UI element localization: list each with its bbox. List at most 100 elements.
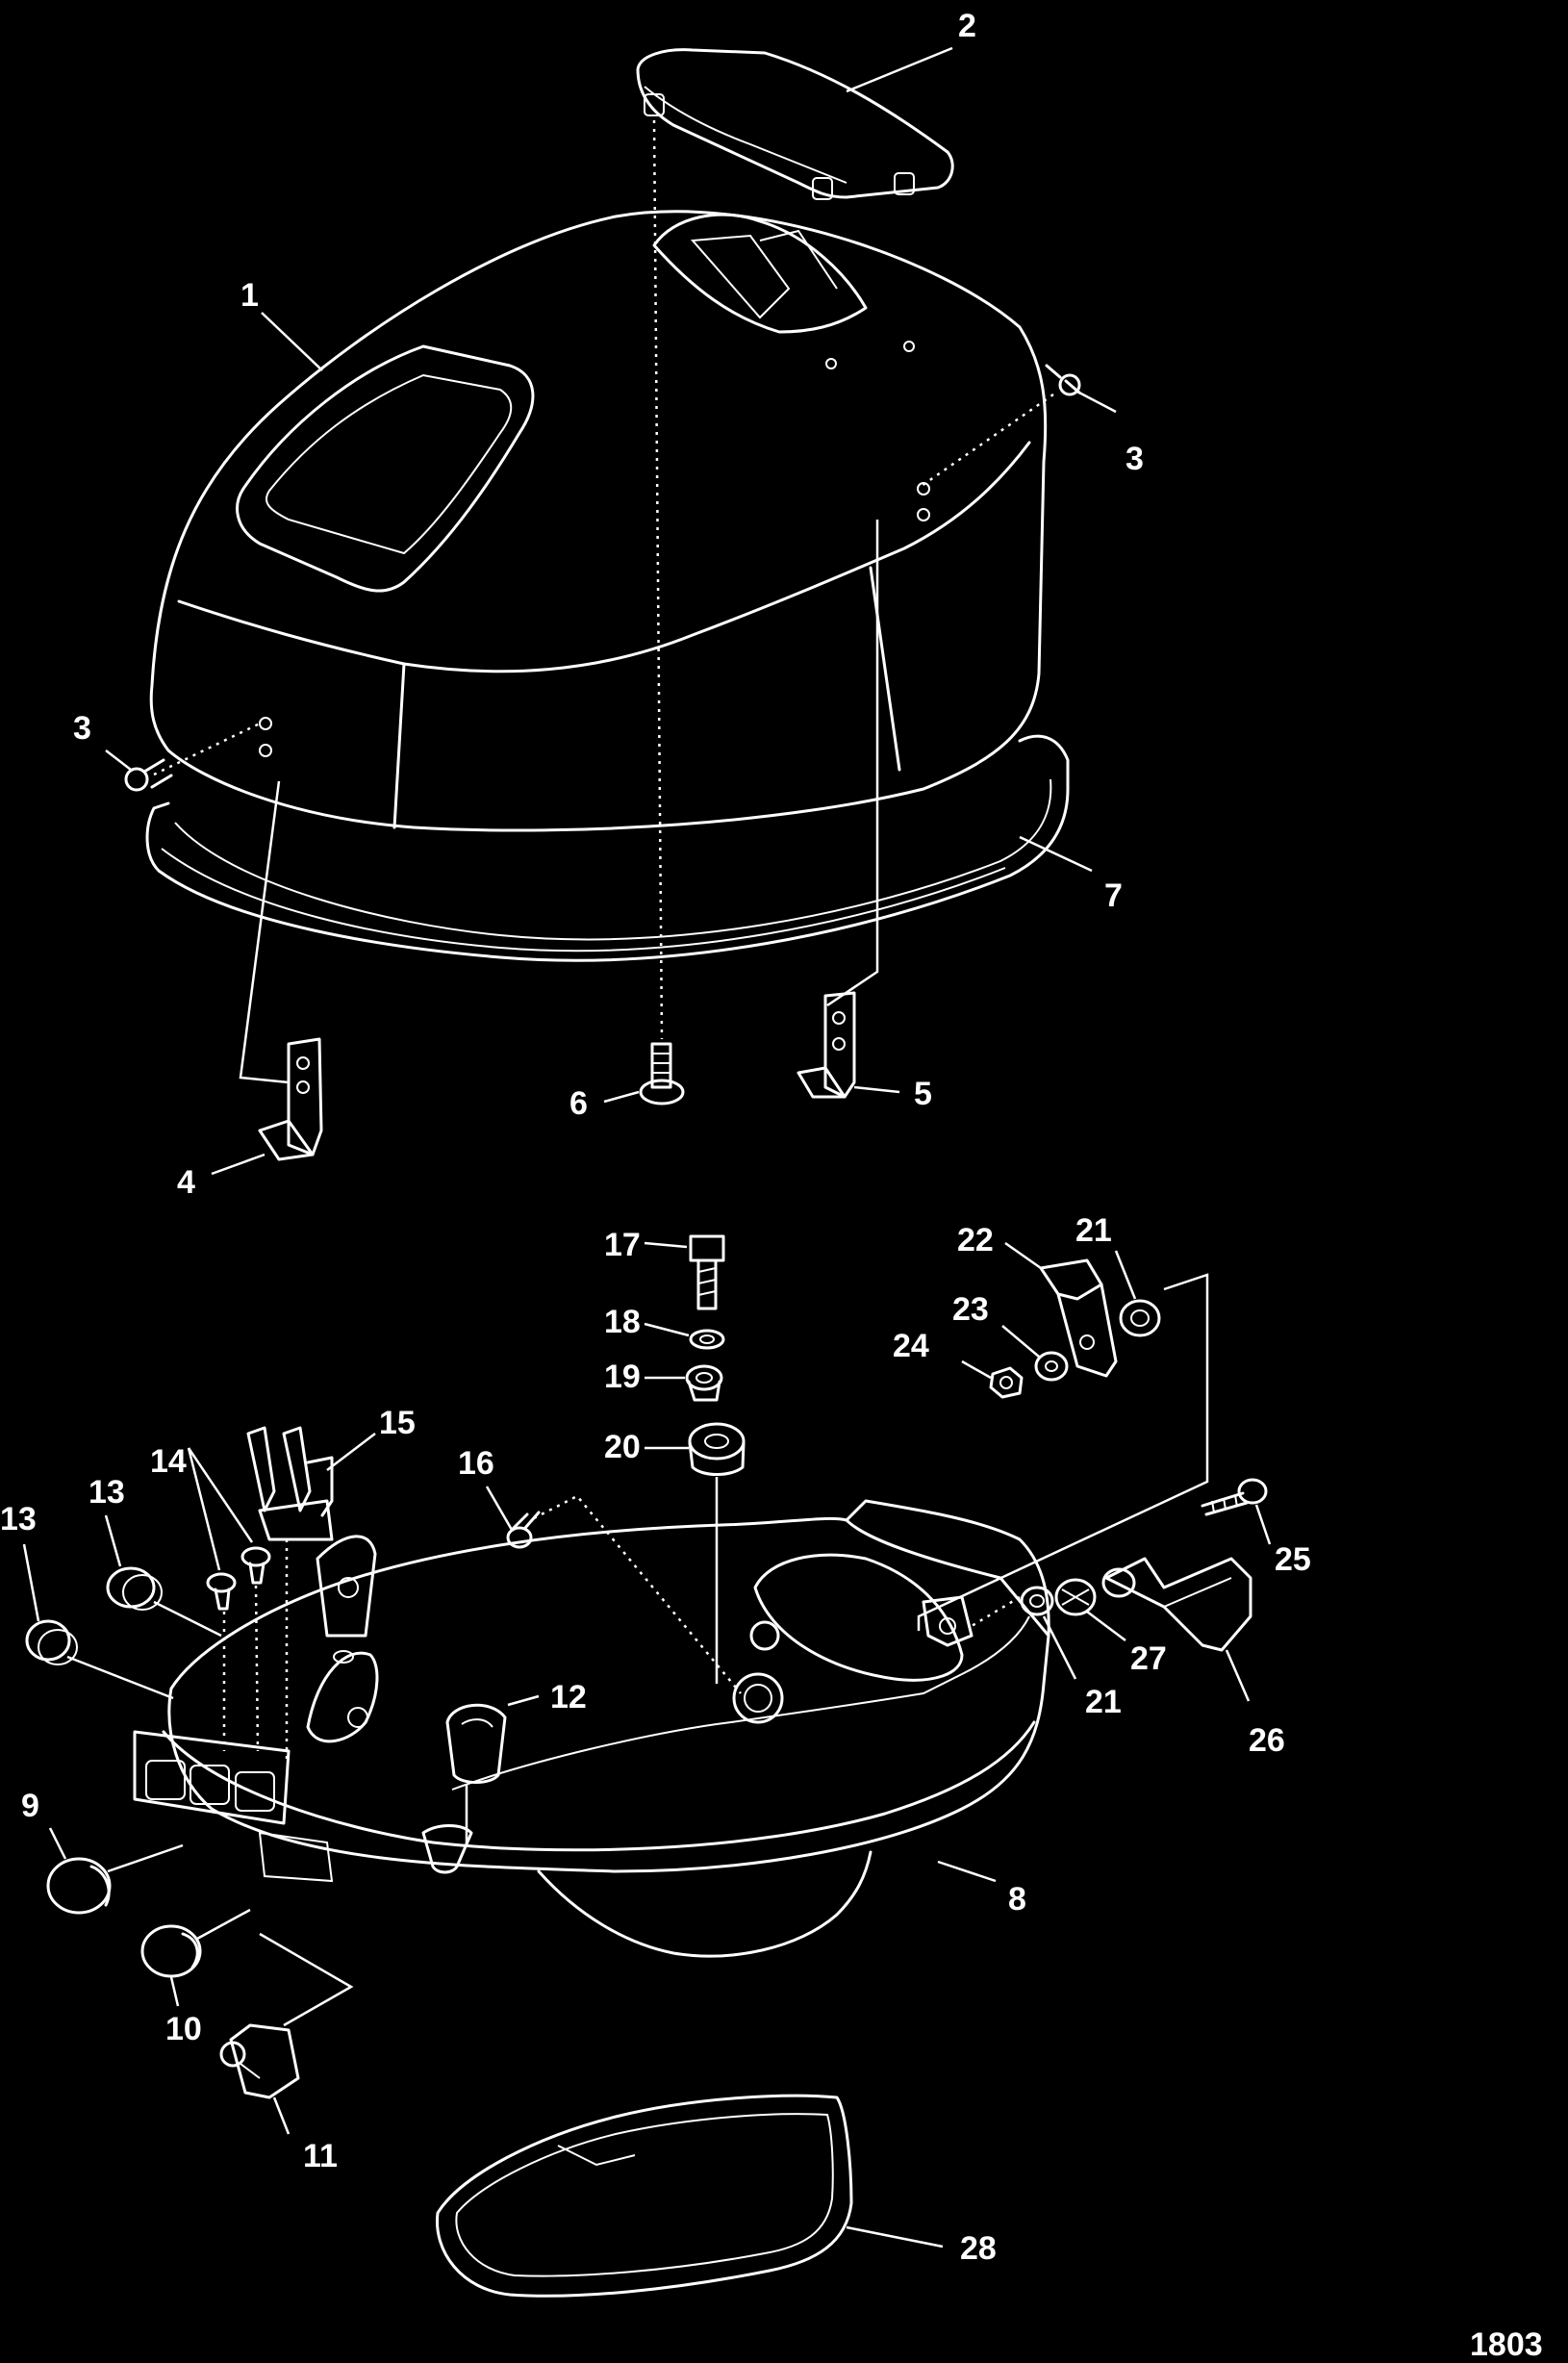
leader-17 xyxy=(644,1241,688,1249)
assembly-line-screw-left xyxy=(153,722,261,776)
rivet-14-left xyxy=(206,1572,237,1611)
leader-23 xyxy=(1001,1325,1040,1358)
bolt-17 xyxy=(689,1234,725,1310)
callout-27: 27 xyxy=(1130,1640,1167,1677)
clip-15 xyxy=(246,1426,334,1541)
leader-12 xyxy=(507,1694,540,1707)
callout-18: 18 xyxy=(604,1304,641,1340)
assembly-line-21 xyxy=(971,1595,1021,1628)
assembly-line-screw-right xyxy=(921,393,1054,488)
assembly-line-5 xyxy=(826,520,879,1007)
callout-17: 17 xyxy=(604,1227,641,1263)
leader-13-left xyxy=(22,1543,40,1622)
callout-1: 1 xyxy=(240,277,259,314)
bottom-cowl xyxy=(133,1499,1050,1958)
callout-3-right: 3 xyxy=(1125,441,1144,477)
callout-21-lower: 21 xyxy=(1085,1684,1122,1720)
leader-11 xyxy=(272,2096,291,2135)
washer-23 xyxy=(1034,1351,1069,1382)
leader-27 xyxy=(1086,1611,1126,1641)
cowl-screw-left xyxy=(124,758,173,792)
callout-8: 8 xyxy=(1008,1881,1026,1918)
leader-10 xyxy=(169,1976,180,2007)
grommet-13-right xyxy=(106,1566,163,1611)
choke-lever xyxy=(306,1650,379,1743)
washer-18 xyxy=(689,1329,725,1350)
figure-id: 1803 xyxy=(1470,2326,1543,2363)
callout-4: 4 xyxy=(177,1164,195,1201)
callout-20: 20 xyxy=(604,1429,641,1465)
leader-13-right xyxy=(104,1514,122,1567)
bracket-22 xyxy=(1039,1258,1118,1378)
grommet-13-left xyxy=(25,1619,78,1665)
leader-25 xyxy=(1254,1504,1272,1545)
screw-25 xyxy=(1201,1478,1268,1516)
grommet-20 xyxy=(688,1422,746,1476)
gasket-28 xyxy=(435,2094,853,2298)
callout-13-left: 13 xyxy=(0,1501,37,1537)
lever-26 xyxy=(1101,1557,1252,1652)
leader-22 xyxy=(1004,1241,1042,1270)
assembly-line-14-right xyxy=(254,1585,260,1752)
leader-8 xyxy=(937,1860,997,1883)
plug-11 xyxy=(219,2023,300,2099)
assembly-line-10 xyxy=(196,1908,251,1941)
leader-24 xyxy=(961,1359,992,1380)
callout-24: 24 xyxy=(893,1328,929,1364)
washer-27 xyxy=(1054,1578,1097,1616)
handle-cover xyxy=(636,48,954,200)
plug-10 xyxy=(140,1924,202,1978)
callout-19: 19 xyxy=(604,1359,641,1395)
cowl-stud xyxy=(639,1042,685,1105)
leader-21-upper xyxy=(1114,1250,1137,1300)
callout-15: 15 xyxy=(379,1405,416,1441)
leader-6 xyxy=(603,1090,640,1104)
cowl-seal xyxy=(145,734,1070,962)
nut-21-lower xyxy=(1020,1586,1054,1616)
callout-2: 2 xyxy=(958,8,976,44)
callout-10: 10 xyxy=(165,2011,202,2047)
leader-9 xyxy=(48,1827,67,1860)
leader-28 xyxy=(846,2225,944,2249)
top-cowl xyxy=(149,210,1048,832)
callout-16: 16 xyxy=(458,1445,494,1482)
leader-14 xyxy=(187,1447,254,1571)
leader-16 xyxy=(485,1486,514,1531)
callout-26: 26 xyxy=(1249,1722,1285,1759)
leader-1 xyxy=(261,312,323,371)
assembly-line-11 xyxy=(259,1932,354,2027)
assembly-line-9 xyxy=(107,1843,184,1873)
callout-3-left: 3 xyxy=(73,710,91,747)
callout-23: 23 xyxy=(952,1291,989,1328)
callout-14: 14 xyxy=(150,1443,187,1480)
leader-21-lower xyxy=(1042,1615,1077,1680)
assembly-line-handle xyxy=(652,119,664,1040)
leader-3-left xyxy=(105,750,132,771)
plug-9 xyxy=(46,1857,112,1915)
sleeve-19 xyxy=(685,1364,723,1402)
latch-bracket-right xyxy=(797,991,856,1099)
callout-11: 11 xyxy=(303,2138,338,2174)
latch-12 xyxy=(445,1703,507,1784)
callout-7: 7 xyxy=(1104,877,1123,914)
callout-12: 12 xyxy=(550,1679,587,1715)
nut-21-upper xyxy=(1119,1299,1161,1337)
leader-18 xyxy=(644,1322,690,1337)
nut-24 xyxy=(989,1366,1024,1399)
assembly-line-4 xyxy=(239,780,290,1084)
callout-22: 22 xyxy=(957,1222,994,1258)
leader-5 xyxy=(853,1085,900,1094)
cowl-screw-right xyxy=(1045,364,1081,396)
leader-3-right xyxy=(1075,389,1117,414)
assembly-line-13-left xyxy=(66,1655,174,1700)
leader-15 xyxy=(326,1433,376,1471)
callout-28: 28 xyxy=(960,2230,997,2267)
callout-13-right: 13 xyxy=(89,1474,125,1511)
callout-25: 25 xyxy=(1275,1541,1311,1578)
callout-9: 9 xyxy=(21,1788,39,1824)
leader-26 xyxy=(1225,1649,1251,1702)
callout-21-upper: 21 xyxy=(1075,1212,1112,1249)
assembly-line-13-right xyxy=(153,1600,222,1638)
screw-16 xyxy=(506,1511,541,1549)
